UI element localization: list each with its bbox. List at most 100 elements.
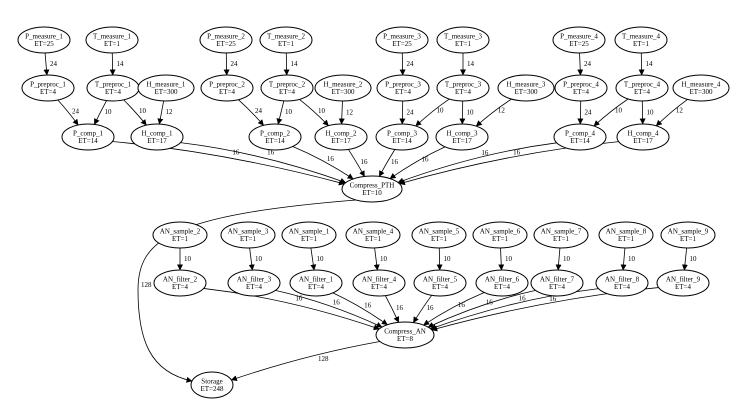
node-et: ET=1 — [492, 235, 508, 243]
edge-label: 10 — [444, 255, 452, 263]
node-et: ET=300 — [155, 88, 178, 96]
edge-label: 12 — [165, 108, 173, 116]
node-et: ET=25 — [34, 40, 54, 48]
node-an-sample-4: AN_sample_4ET=1 — [345, 221, 401, 249]
node-p-comp-3: P_comp_3ET=14 — [375, 123, 429, 151]
node-name: T_preproc_1 — [95, 81, 132, 89]
edge-t-measure-3-to-t-preproc-3: 14 — [460, 53, 475, 76]
node-h-measure-2: H_measure_2ET=300 — [314, 74, 372, 102]
node-an-sample-5: AN_sample_5ET=1 — [411, 221, 467, 249]
node-et: ET=248 — [201, 385, 224, 393]
edge-line — [43, 52, 50, 76]
node-t-preproc-1: T_preproc_1ET=4 — [86, 74, 140, 102]
edge-line — [475, 98, 512, 127]
node-t-preproc-4: T_preproc_4ET=4 — [615, 74, 669, 102]
node-et: ET=4 — [494, 283, 510, 291]
edge-label: 10 — [105, 108, 113, 116]
node-shape — [554, 74, 608, 102]
edge-h-measure-1-to-h-comp-1: 12 — [157, 100, 173, 125]
node-et: ET=1 — [365, 235, 381, 243]
node-name: H_comp_4 — [627, 130, 659, 138]
edge-line — [94, 100, 107, 125]
node-et: ET=4 — [675, 283, 691, 291]
node-shape — [615, 74, 669, 102]
node-et: ET=300 — [332, 88, 355, 96]
edge-an-filter-3-to-compress-an: 16 — [275, 289, 383, 328]
node-et: ET=1 — [633, 40, 649, 48]
node-et: ET=25 — [392, 40, 412, 48]
edge-line — [555, 247, 562, 271]
node-p-preproc-2: P_preproc_2ET=4 — [200, 74, 254, 102]
node-name: T_measure_4 — [622, 33, 661, 41]
edge-label: 128 — [141, 281, 152, 289]
edge-an-filter-2-to-compress-an: 16 — [203, 288, 380, 331]
node-name: H_measure_1 — [147, 81, 186, 89]
node-shape — [200, 74, 254, 102]
node-et: ET=300 — [690, 88, 713, 96]
edge-an-filter-1-to-compress-an: 16 — [332, 292, 388, 326]
node-et: ET=4 — [308, 283, 324, 291]
edge-line — [593, 98, 629, 127]
edge-line — [389, 146, 446, 179]
node-p-preproc-1: P_preproc_1ET=4 — [21, 74, 75, 102]
node-name: Storage — [201, 378, 222, 386]
edge-line — [498, 247, 505, 271]
edge-h-comp-3-to-compress-pth: 16 — [389, 146, 446, 179]
node-name: Compress_PTH — [350, 182, 395, 190]
node-et: ET=4 — [246, 283, 262, 291]
node-an-sample-8: AN_sample_8ET=1 — [598, 221, 654, 249]
edge-line — [378, 149, 396, 177]
edge-label: 12 — [346, 108, 354, 116]
edge-t-preproc-3-to-p-comp-3: 10 — [415, 98, 450, 127]
node-name: Compress_AN — [384, 328, 426, 336]
node-et: ET=300 — [515, 88, 538, 96]
nodes-layer: P_measure_1ET=25T_measure_1ET=1P_preproc… — [17, 26, 730, 399]
edge-an-sample-9-to-an-filter-9: 10 — [681, 247, 697, 271]
node-p-comp-2: P_comp_2ET=14 — [248, 123, 302, 151]
edge-line — [577, 52, 584, 76]
edge-label: 12 — [676, 107, 684, 115]
edge-an-filter-5-to-compress-an: 16 — [413, 295, 434, 323]
node-t-preproc-2: T_preproc_2ET=4 — [260, 74, 314, 102]
edge-compress-pth-to-storage: 128 — [137, 199, 357, 383]
edge-label: 128 — [318, 355, 329, 363]
edge-p-preproc-4-to-p-comp-4: 24 — [577, 100, 592, 125]
node-name: AN_sample_9 — [668, 228, 709, 236]
node-et: ET=1 — [301, 235, 317, 243]
node-name: P_comp_2 — [260, 130, 290, 138]
node-et: ET=4 — [549, 283, 565, 291]
edge-line — [338, 100, 345, 125]
edge-label: 16 — [364, 302, 372, 310]
edge-p-preproc-2-to-p-comp-2: 24 — [238, 99, 264, 126]
edge-line — [310, 247, 317, 271]
edge-line — [276, 100, 285, 125]
edge-t-preproc-3-to-h-comp-3: 10 — [459, 100, 474, 125]
node-et: ET=4 — [614, 283, 630, 291]
edge-label: 16 — [327, 155, 335, 163]
node-name: P_measure_3 — [383, 33, 421, 41]
node-shape — [375, 123, 429, 151]
node-et: ET=14 — [265, 137, 285, 145]
edge-label: 24 — [231, 60, 239, 68]
edge-label: 10 — [380, 255, 388, 263]
node-et: ET=10 — [362, 189, 382, 197]
node-shape — [598, 221, 654, 249]
node-an-filter-1: AN_filter_1ET=4 — [289, 269, 343, 297]
node-et: ET=1 — [680, 235, 696, 243]
node-an-filter-2: AN_filter_2ET=4 — [153, 269, 207, 297]
node-h-comp-1: H_comp_1ET=17 — [130, 123, 184, 151]
edge-label: 14 — [117, 60, 125, 68]
node-name: H_measure_4 — [682, 81, 721, 89]
edge-label: 10 — [689, 255, 697, 263]
edge-line — [248, 247, 255, 271]
edge-line — [655, 99, 688, 127]
node-et: ET=17 — [331, 137, 351, 145]
edge-label: 10 — [615, 106, 623, 114]
edge-compress-an-to-storage: 128 — [230, 341, 380, 382]
edge-line — [427, 289, 536, 328]
node-shape — [375, 26, 429, 54]
edge-label: 10 — [285, 108, 293, 116]
edge-label: 14 — [291, 60, 299, 68]
node-name: AN_sample_7 — [541, 228, 582, 236]
node-shape — [281, 221, 337, 249]
